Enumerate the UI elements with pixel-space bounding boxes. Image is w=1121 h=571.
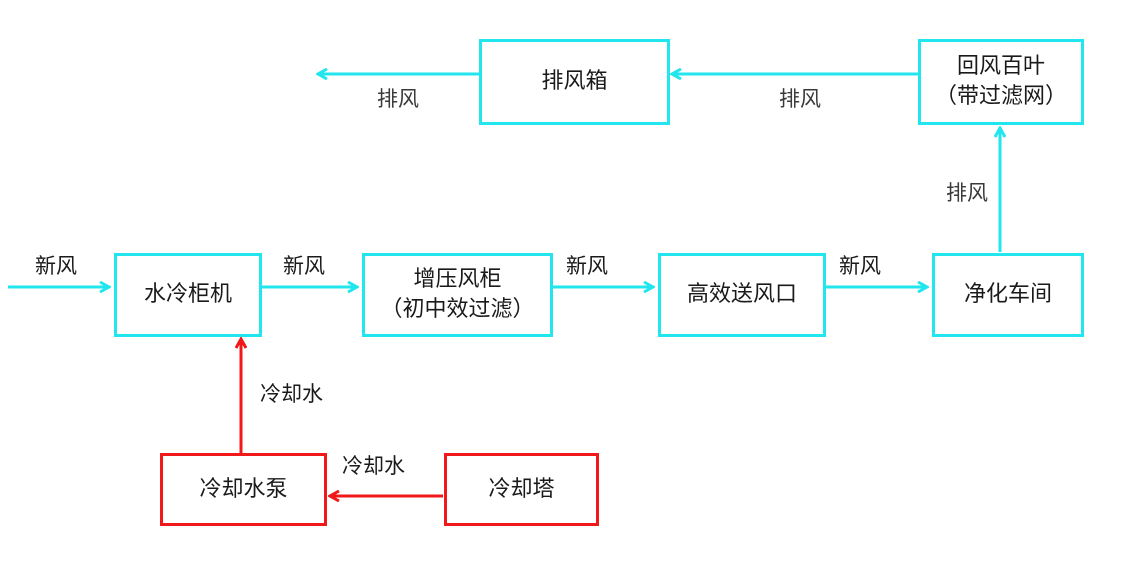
hepa-outlet-node: 高效送风口 bbox=[658, 253, 826, 337]
water-cooled-cabinet-node: 水冷柜机 bbox=[114, 253, 262, 337]
fresh-air-label-3: 新风 bbox=[839, 254, 881, 278]
exhaust-up-label: 排风 bbox=[946, 181, 988, 205]
cooling-tower-node: 冷却塔 bbox=[444, 453, 599, 526]
fresh-air-label-1: 新风 bbox=[283, 254, 325, 278]
clean-workshop-label: 净化车间 bbox=[963, 282, 1052, 307]
booster-cabinet-sublabel: （初中效过滤） bbox=[380, 297, 535, 322]
fresh-air-label-2: 新风 bbox=[566, 254, 608, 278]
cooling-water-left-label: 冷却水 bbox=[342, 454, 405, 478]
return-louver-label: 回风百叶 bbox=[956, 54, 1045, 79]
exhaust-out-label: 排风 bbox=[377, 87, 419, 111]
return-louver-node: 回风百叶 （带过滤网） bbox=[918, 39, 1084, 125]
cooling-pump-node: 冷却水泵 bbox=[160, 453, 327, 526]
booster-cabinet-node: 增压风柜 （初中效过滤） bbox=[362, 253, 553, 337]
cooling-tower-label: 冷却塔 bbox=[488, 476, 555, 502]
exhaust-mid-label: 排风 bbox=[779, 87, 821, 111]
booster-cabinet-label: 增压风柜 bbox=[413, 267, 502, 292]
return-louver-sublabel: （带过滤网） bbox=[934, 84, 1067, 109]
cooling-pump-label: 冷却水泵 bbox=[199, 476, 288, 502]
cooling-water-up-label: 冷却水 bbox=[260, 382, 323, 406]
exhaust-box-node: 排风箱 bbox=[479, 39, 670, 125]
clean-workshop-node: 净化车间 bbox=[932, 253, 1084, 337]
fresh-air-inlet-label: 新风 bbox=[35, 254, 77, 278]
exhaust-box-label: 排风箱 bbox=[541, 69, 608, 94]
hepa-outlet-label: 高效送风口 bbox=[686, 282, 797, 307]
water-cooled-cabinet-label: 水冷柜机 bbox=[143, 282, 232, 307]
